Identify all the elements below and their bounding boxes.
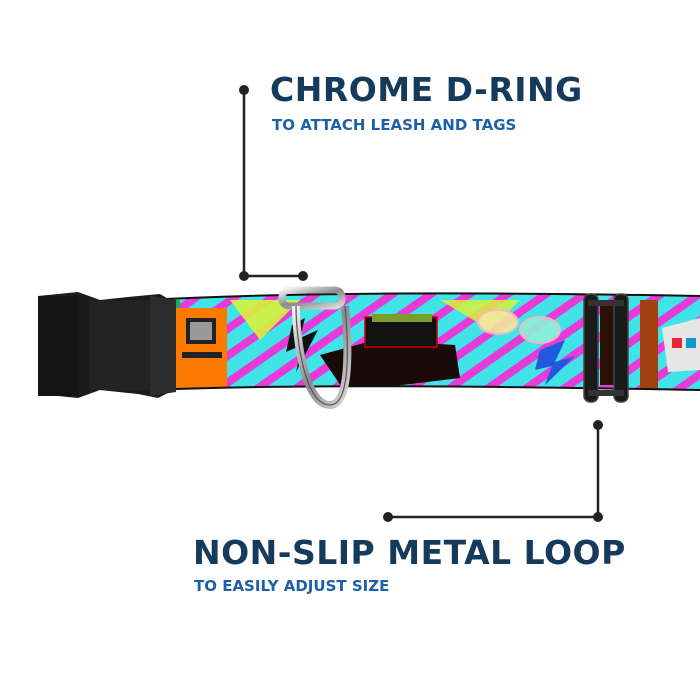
glasses-art: [477, 309, 561, 344]
callout-subtitle-metal-loop: TO EASILY ADJUST SIZE: [194, 577, 390, 595]
callout-title-d-ring: CHROME D-RING: [270, 70, 583, 109]
car-art: [320, 314, 460, 390]
leader-line-metal-loop: [383, 420, 603, 522]
side-release-buckle: [38, 292, 176, 398]
leader-line-d-ring: [239, 85, 308, 281]
chrome-d-ring: [278, 286, 352, 410]
callout-subtitle-d-ring: TO ATTACH LEASH AND TAGS: [272, 116, 517, 134]
metal-loop-slider: [583, 293, 629, 403]
callout-title-metal-loop: NON-SLIP METAL LOOP: [193, 533, 626, 572]
collar-strap: [145, 293, 700, 390]
